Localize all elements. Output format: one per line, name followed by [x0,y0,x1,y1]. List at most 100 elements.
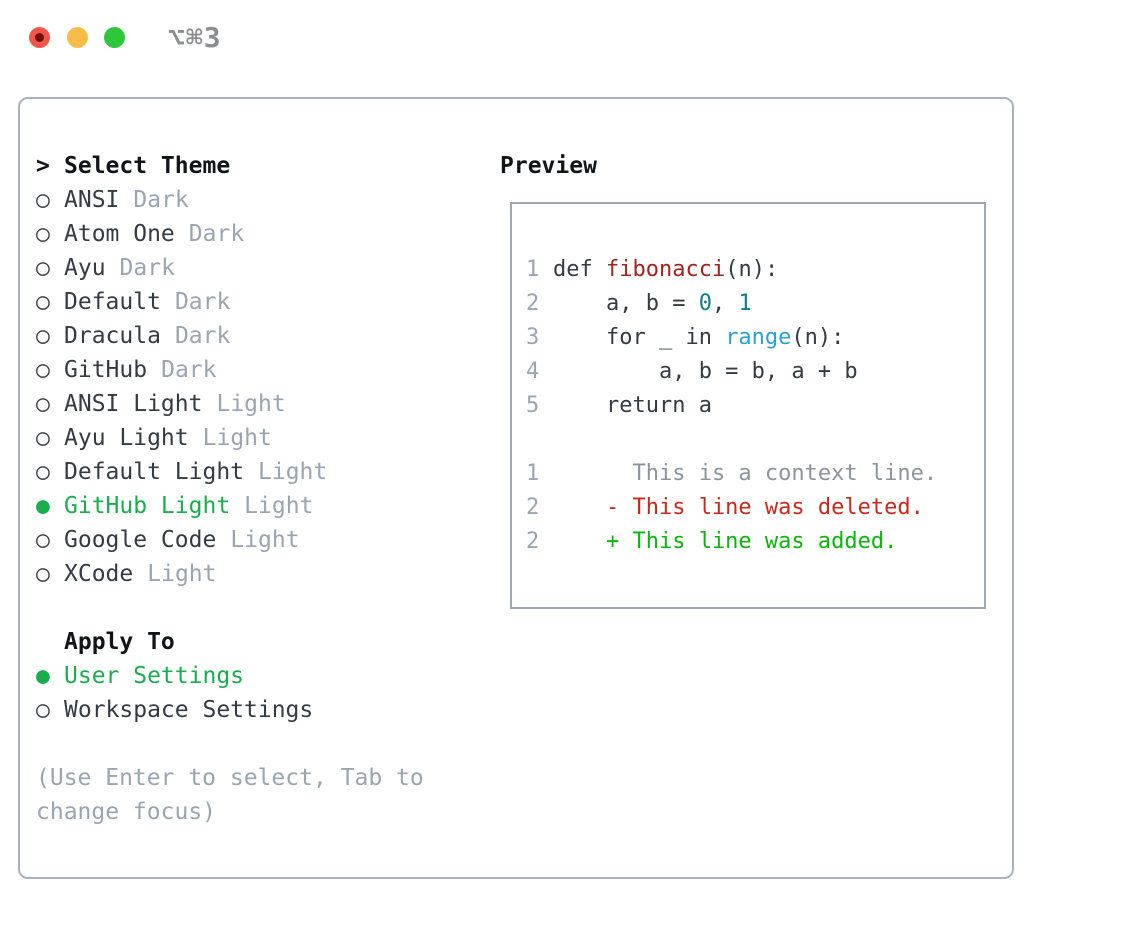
theme-name: Atom One [64,221,175,247]
code-line: 4 a, b = b, a + b [526,355,937,389]
theme-variant: Dark [119,255,175,281]
theme-variant: Light [202,425,272,451]
builtin-call-token: range [725,325,792,350]
apply-option-workspace-settings[interactable]: ○Workspace Settings [36,693,424,727]
diff-added-line: 2 + This line was added. [526,525,937,559]
theme-variant: Dark [188,221,245,247]
theme-variant: Light [258,459,328,485]
added-text: + This line was added. [553,529,898,554]
close-button[interactable] [29,27,50,48]
code-token: , [711,291,739,316]
spacer [36,727,424,761]
close-dot-icon [35,33,44,42]
theme-name: Default [64,289,161,315]
line-number: 2 [526,495,540,520]
radio-icon: ○ [36,527,50,553]
code-token: (n): [791,325,845,350]
theme-name: ANSI [64,187,120,213]
theme-variant: Dark [133,187,189,213]
code-token: (n): [725,257,779,282]
preview-heading: Preview [500,153,597,179]
line-number: 1 [526,461,540,486]
theme-option-atom-one-dark[interactable]: ○ Atom One Dark [36,217,424,251]
theme-name: Ayu [64,255,106,281]
theme-option-dracula-dark[interactable]: ○ Dracula Dark [36,319,424,353]
theme-option-ayu-dark[interactable]: ○ Ayu Dark [36,251,424,285]
number-literal-token: 0 [698,291,712,316]
code-token: for _ in [553,325,726,350]
theme-name: Ayu Light [64,425,189,451]
apply-to-heading: Apply To [36,625,424,659]
diff-deleted-line: 2 - This line was deleted. [526,491,937,525]
code-line: 1 def fibonacci(n): [526,253,937,287]
diff-context-line: 1 This is a context line. [526,457,937,491]
cursor-marker-icon: > [36,153,50,179]
zoom-button[interactable] [104,27,125,48]
line-number: 2 [526,529,540,554]
spacer [36,591,424,625]
code-line: 3 for _ in range(n): [526,321,937,355]
radio-icon: ○ [36,697,50,723]
radio-icon: ○ [36,425,50,451]
radio-icon: ○ [36,187,50,213]
code-line: 2 a, b = 0, 1 [526,287,937,321]
window-title: ⌥⌘3 [168,21,222,54]
titlebar: ⌥⌘3 [0,0,1140,70]
deleted-text: - This line was deleted. [553,495,924,520]
theme-option-ayu-light[interactable]: ○ Ayu Light Light [36,421,424,455]
radio-selected-icon: ● [36,493,50,519]
radio-icon: ○ [36,255,50,281]
theme-variant: Light [216,391,286,417]
theme-variant: Light [147,561,217,587]
code-blank-line [526,423,937,457]
theme-name: ANSI Light [64,391,203,417]
line-number: 5 [526,393,540,418]
code-token: a, b = [553,291,699,316]
radio-selected-icon: ● [36,663,50,689]
theme-option-google-code[interactable]: ○ Google Code Light [36,523,424,557]
radio-icon: ○ [36,221,50,247]
theme-name: Default Light [64,459,245,485]
code-token: def [553,257,606,282]
line-number: 4 [526,359,540,384]
apply-option-label: User Settings [64,663,245,689]
line-number: 1 [526,257,540,282]
apply-option-user-settings[interactable]: ● User Settings [36,659,424,693]
keyboard-hint-line1: (Use Enter to select, Tab to [36,765,424,791]
theme-option-default-light[interactable]: ○ Default Light Light [36,455,424,489]
heading-label: Apply To [64,629,175,655]
number-literal-token: 1 [738,291,752,316]
theme-name: Dracula [64,323,161,349]
theme-variant: Light [244,493,314,519]
code-token: a, b = b, a + b [553,359,858,384]
function-name-token: fibonacci [605,257,726,282]
theme-option-github-light[interactable]: ● GitHub Light Light [36,489,424,523]
minimize-button[interactable] [67,27,88,48]
radio-icon: ○ [36,459,50,485]
theme-option-ansi-dark[interactable]: ○ ANSI Dark [36,183,424,217]
radio-icon: ○ [36,289,50,315]
theme-name: Google Code [64,527,217,553]
radio-icon: ○ [36,357,50,383]
context-text: This is a context line. [553,461,938,486]
select-theme-heading: > Select Theme [36,149,424,183]
theme-name: GitHub Light [64,493,231,519]
theme-variant: Light [230,527,300,553]
code-line: 5 return a [526,389,937,423]
heading-label: Select Theme [64,153,231,179]
theme-variant: Dark [174,323,231,349]
line-number: 3 [526,325,540,350]
radio-icon: ○ [36,561,50,587]
theme-option-xcode[interactable]: ○ XCode Light [36,557,424,591]
theme-variant: Dark [161,357,217,383]
radio-icon: ○ [36,323,50,349]
code-token: return a [553,393,712,418]
theme-name: XCode [64,561,134,587]
